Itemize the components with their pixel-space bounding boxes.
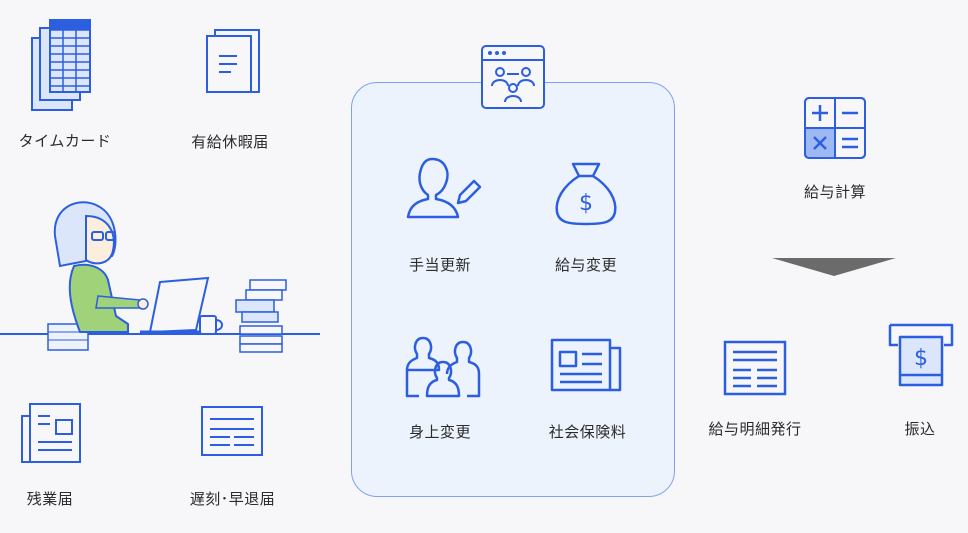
worker-at-desk-illustration xyxy=(0,196,325,356)
flow-arrow-icon xyxy=(772,258,896,278)
timecard-label: タイムカード xyxy=(18,132,112,150)
allowance-update-label: 手当更新 xyxy=(408,256,471,274)
newspaper-icon xyxy=(550,338,622,392)
overtime-form-icon xyxy=(20,402,82,464)
paid-leave-form-icon xyxy=(205,28,261,94)
calculator-icon xyxy=(803,96,867,160)
social-insurance-label: 社会保険料 xyxy=(548,423,627,441)
family-icon xyxy=(405,334,481,400)
team-window-icon xyxy=(480,44,546,110)
transfer-label: 振込 xyxy=(904,420,936,438)
payslip-icon xyxy=(723,340,787,396)
person-edit-icon xyxy=(404,155,484,225)
atm-transfer-icon: $ xyxy=(888,323,954,389)
late-early-label: 遅刻･早退届 xyxy=(189,490,276,508)
payroll-calc-label: 給与計算 xyxy=(803,183,866,201)
svg-text:$: $ xyxy=(579,191,593,216)
payslip-issue-label: 給与明細発行 xyxy=(708,420,802,438)
overtime-label: 残業届 xyxy=(26,490,74,508)
timecard-icon xyxy=(30,18,94,112)
svg-text:$: $ xyxy=(914,346,928,371)
salary-change-label: 給与変更 xyxy=(554,256,617,274)
paid-leave-label: 有給休暇届 xyxy=(191,133,269,151)
personal-change-label: 身上変更 xyxy=(408,423,471,441)
late-early-form-icon xyxy=(200,405,264,457)
money-bag-icon: $ xyxy=(553,160,619,228)
